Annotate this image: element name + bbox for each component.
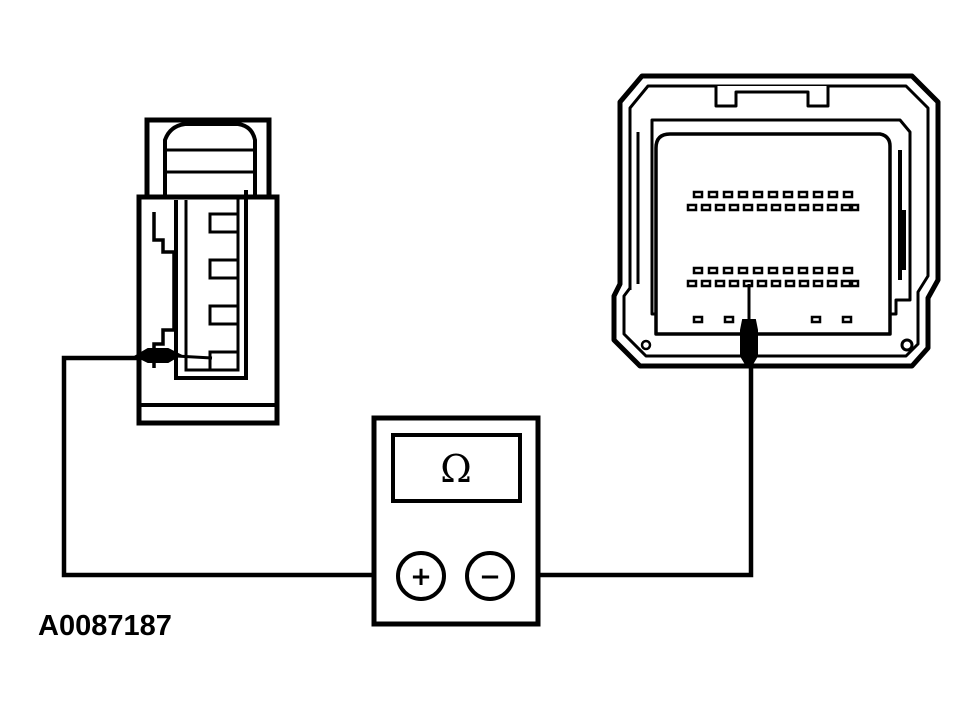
harness-test-probe-icon	[133, 348, 213, 363]
positive-terminal-icon[interactable]	[396, 551, 446, 601]
lead-wires	[61, 355, 754, 578]
meter-display-symbol: Ω	[440, 447, 472, 491]
negative-terminal-icon[interactable]	[465, 551, 515, 601]
module-pin-rows	[686, 190, 860, 324]
positive-lead-wire	[61, 355, 398, 578]
figure-id-label: A0087187	[38, 610, 172, 642]
positive-terminal-label: +	[410, 562, 432, 592]
negative-terminal-label: −	[479, 562, 501, 592]
meter-display	[391, 433, 522, 503]
negative-lead-wire	[512, 366, 754, 578]
harness-connector-icon	[136, 117, 280, 426]
module-connector-icon	[611, 73, 941, 369]
ohmmeter-icon: Ω + −	[371, 415, 541, 627]
